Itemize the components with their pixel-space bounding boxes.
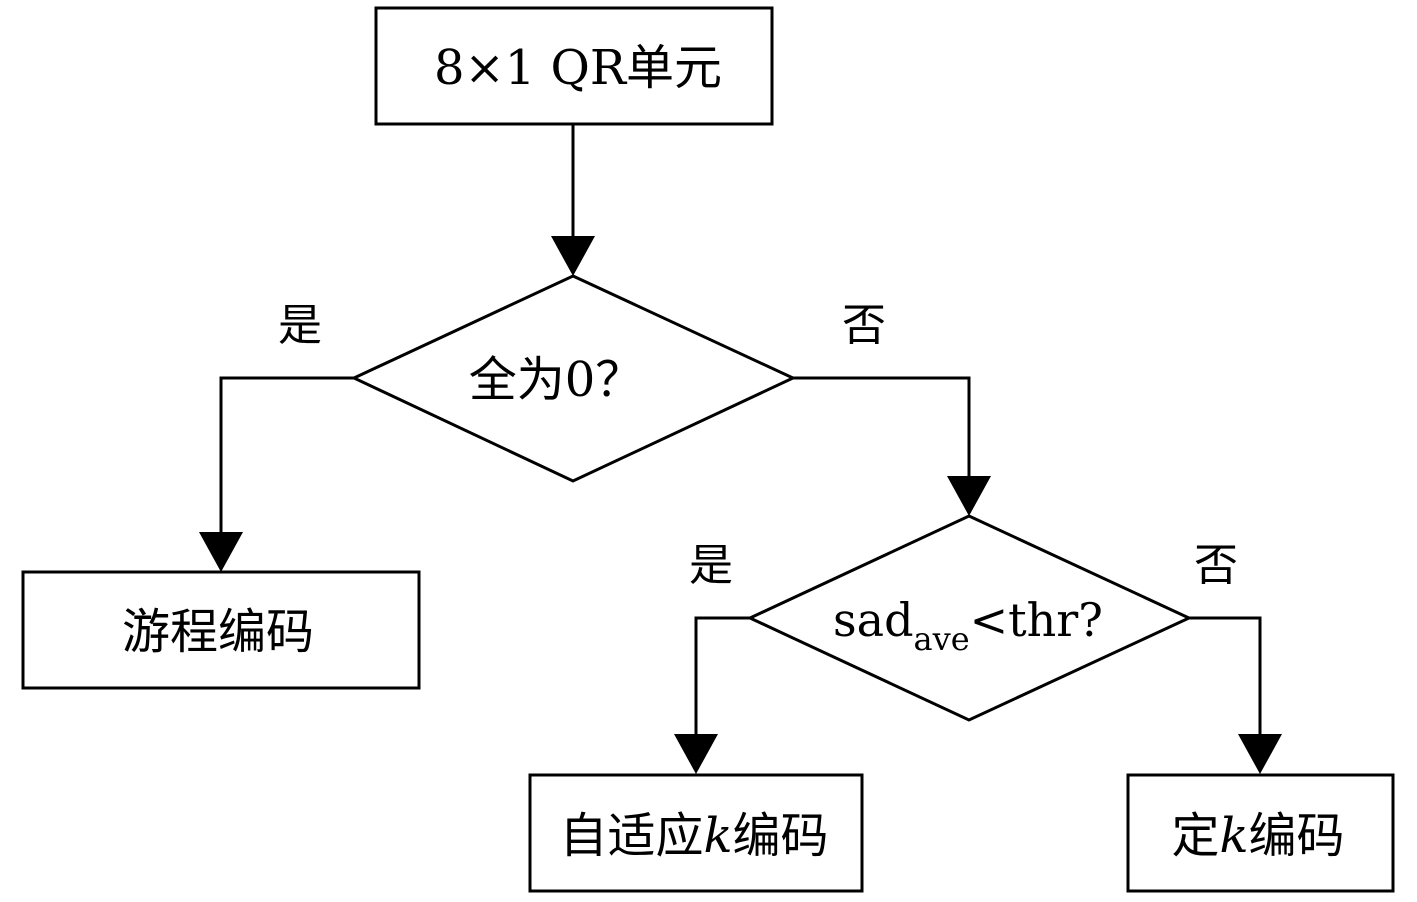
fixed-k-label-before: 定 [1171, 808, 1219, 864]
run-length-box [21, 570, 421, 690]
adaptive-k-label-before: 自适应 [559, 808, 703, 864]
decision2-label-main: sad [833, 593, 913, 647]
arrow-decision2-yes [674, 616, 750, 774]
adaptive-k-label: 自适应k编码 [559, 808, 828, 864]
fixed-k-label: 定k编码 [1171, 808, 1344, 864]
fixed-k-label-k: k [1219, 808, 1248, 864]
adaptive-k-label-after: 编码 [733, 808, 829, 864]
decision2-label: sadave<thr? [833, 593, 1103, 658]
fixed-k-box [1126, 773, 1395, 893]
decision1-yes-label: 是 [278, 300, 322, 351]
adaptive-k-label-k: k [703, 808, 732, 864]
start-box-label: 8×1 QR单元 [434, 40, 722, 96]
arrow-decision2-no [1189, 616, 1282, 774]
decision1-diamond [350, 274, 797, 483]
adaptive-k-box [528, 773, 864, 893]
decision2-label-sub: ave [914, 620, 970, 658]
decision1-label: 全为0？ [469, 352, 644, 408]
run-length-label: 游程编码 [122, 604, 314, 660]
arrow-decision1-yes [199, 376, 354, 572]
arrow-decision1-no [793, 376, 991, 516]
decision2-diamond [746, 514, 1193, 722]
fixed-k-label-after: 编码 [1249, 808, 1345, 864]
arrow-start-to-decision1 [551, 124, 595, 276]
decision2-no-label: 否 [1194, 540, 1238, 591]
decision2-yes-label: 是 [689, 540, 733, 591]
decision1-no-label: 否 [842, 300, 886, 351]
decision2-label-rest: <thr? [970, 593, 1103, 647]
